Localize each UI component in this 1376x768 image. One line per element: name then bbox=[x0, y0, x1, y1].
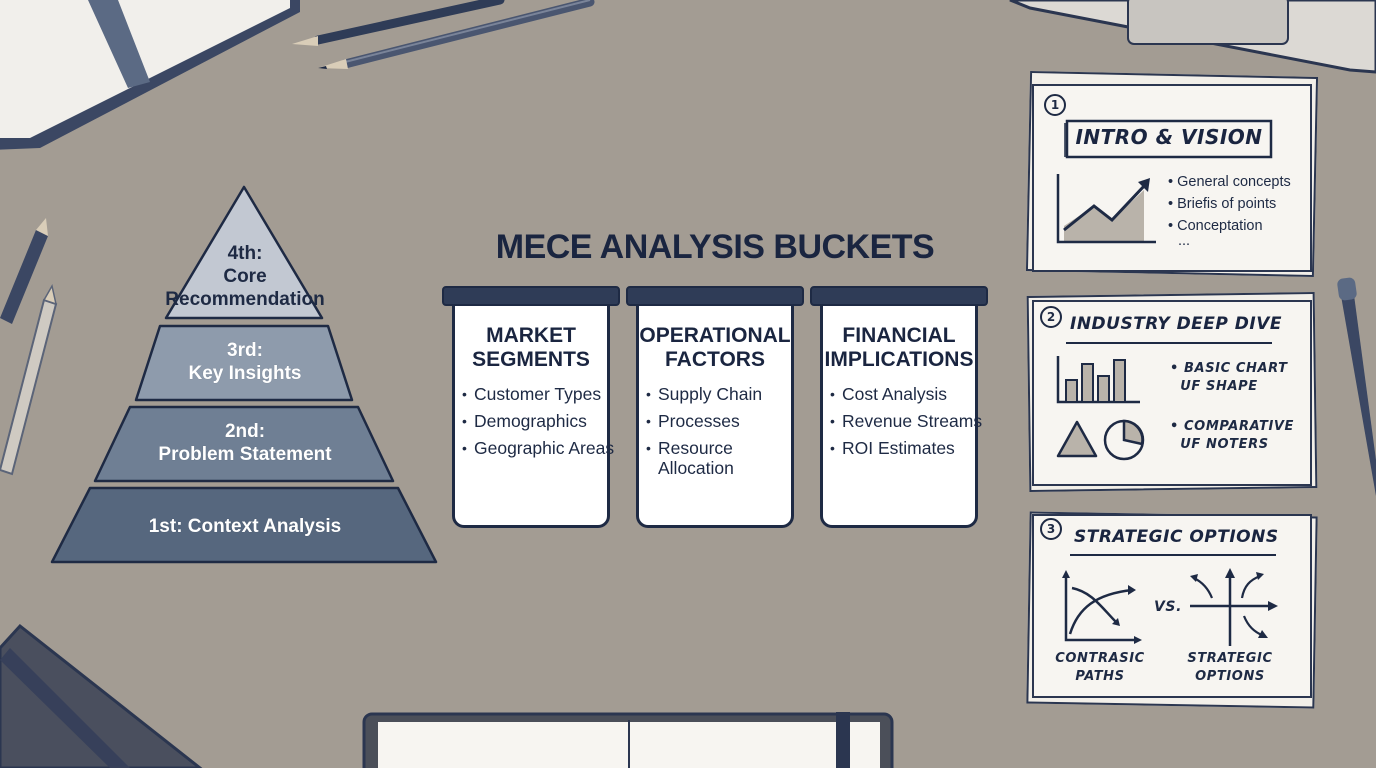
tablet-icon bbox=[0, 0, 300, 150]
list-item: Processes bbox=[646, 411, 801, 431]
pie-chart-icon bbox=[1103, 419, 1145, 461]
card-industry-deep-dive: 2 INDUSTRY DEEP DIVE • BASIC CHART UF SH… bbox=[1020, 290, 1320, 500]
bucket-financial-implications: FINANCIAL IMPLICATIONS Cost Analysis Rev… bbox=[810, 286, 988, 530]
list-item: Geographic Areas bbox=[462, 438, 617, 458]
label-contrasic-paths: CONTRASIC PATHS bbox=[1055, 651, 1145, 684]
pyramid-tier-1-shape bbox=[50, 486, 438, 564]
bar-chart-icon bbox=[1056, 356, 1140, 404]
note-comparative: • COMPARATIVE UF NOTERS bbox=[1170, 419, 1295, 452]
line-chart-icon bbox=[1056, 174, 1156, 244]
list-item: Cost Analysis bbox=[830, 384, 985, 404]
pencil-icon bbox=[1337, 277, 1376, 496]
list-item: Revenue Streams bbox=[830, 411, 985, 431]
bucket-list: Cost Analysis Revenue Streams ROI Estima… bbox=[830, 384, 985, 465]
bucket-market-segments: MARKET SEGMENTS Customer Types Demograph… bbox=[442, 286, 620, 530]
pyramid-tier-2-shape bbox=[93, 405, 395, 483]
bullet-text: • General concepts bbox=[1168, 174, 1291, 190]
pyramid-tier-3-shape bbox=[134, 324, 354, 402]
pyramid-tier-4-shape bbox=[164, 185, 324, 320]
pyramid-tier-4: 4th: Core Recommendation bbox=[165, 243, 325, 310]
bucket-lid bbox=[810, 286, 988, 306]
card-title: STRATEGIC OPTIONS bbox=[1074, 527, 1279, 547]
bucket-list: Supply Chain Processes Resource Allocati… bbox=[646, 384, 801, 485]
label-strategic-options: STRATEGIC OPTIONS bbox=[1187, 651, 1273, 684]
bucket-lid bbox=[442, 286, 620, 306]
card-number: 1 bbox=[1044, 94, 1066, 116]
card-strategic-options: 3 STRATEGIC OPTIONS VS. CONTRASIC PATHS … bbox=[1020, 508, 1320, 709]
triangle-icon bbox=[1056, 420, 1098, 458]
bucket-operational-factors: OPERATIONAL FACTORS Supply Chain Process… bbox=[626, 286, 804, 530]
notebook-icon bbox=[0, 623, 203, 768]
note-basic-chart: • BASIC CHART UF SHAPE bbox=[1170, 361, 1288, 394]
list-item: Resource Allocation bbox=[646, 438, 801, 478]
quadrant-arrows-icon bbox=[1190, 568, 1278, 646]
bucket-heading: FINANCIAL IMPLICATIONS bbox=[824, 324, 974, 371]
list-item: Demographics bbox=[462, 411, 617, 431]
title-underline bbox=[1066, 342, 1272, 344]
bucket-list: Customer Types Demographics Geographic A… bbox=[462, 384, 617, 465]
bucket-heading: MARKET SEGMENTS bbox=[472, 324, 590, 371]
card-number: 3 bbox=[1040, 518, 1062, 540]
card-title: INTRO & VISION bbox=[1075, 125, 1263, 149]
pyramid-tier-3: 3rd: Key Insights bbox=[188, 340, 302, 384]
list-item: Customer Types bbox=[462, 384, 617, 404]
laptop-icon bbox=[1009, 0, 1376, 74]
bucket-heading: OPERATIONAL FACTORS bbox=[639, 324, 791, 371]
bucket-lid bbox=[626, 286, 804, 306]
bullet-text: • Briefis of points bbox=[1168, 196, 1277, 212]
card-face bbox=[1032, 84, 1312, 272]
title-underline bbox=[1070, 554, 1276, 556]
pyramid-tier-1: 1st: Context Analysis bbox=[148, 516, 342, 537]
title-box bbox=[1064, 119, 1273, 159]
card-title: INDUSTRY DEEP DIVE bbox=[1070, 314, 1282, 334]
list-item: Supply Chain bbox=[646, 384, 801, 404]
bullet-text: • Conceptation bbox=[1168, 218, 1263, 234]
pencil-icon bbox=[0, 218, 58, 476]
list-item: ROI Estimates bbox=[830, 438, 985, 458]
pyramid-tier-2: 2nd: Problem Statement bbox=[158, 421, 332, 465]
card-intro-vision: 1 INTRO & VISION • General concepts • Br… bbox=[1020, 70, 1320, 280]
bullet-text: ... bbox=[1178, 233, 1191, 249]
pen-icon bbox=[292, 0, 595, 69]
vs-label: VS. bbox=[1154, 599, 1183, 615]
mece-title: MECE ANALYSIS BUCKETS bbox=[495, 228, 935, 266]
card-number: 2 bbox=[1040, 306, 1062, 328]
curved-arrows-icon bbox=[1062, 570, 1142, 644]
notebook-icon bbox=[362, 712, 894, 768]
